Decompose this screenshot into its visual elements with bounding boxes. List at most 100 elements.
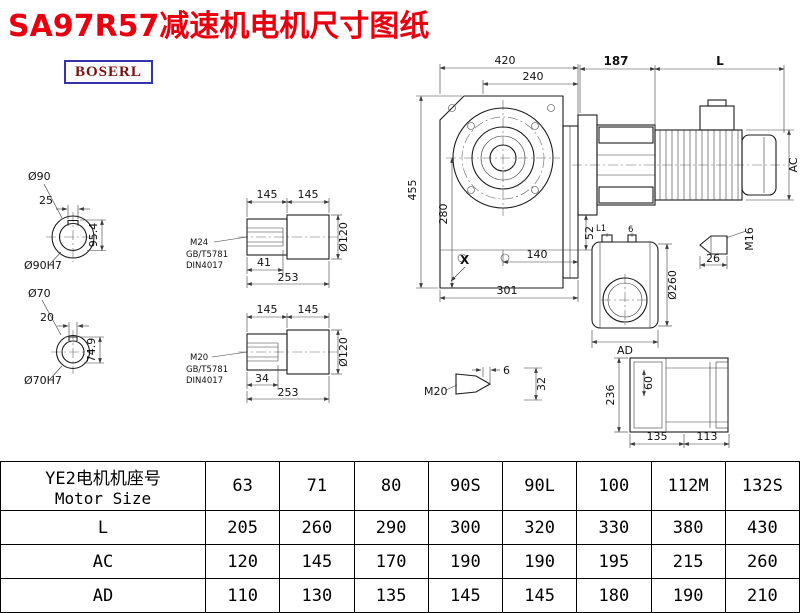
- cell-AD-132S: 210: [724, 578, 800, 613]
- cell-AD-112M: 190: [650, 578, 726, 613]
- dim-bore90-dia: Ø90: [28, 170, 51, 183]
- dim-bore70-dia: Ø70: [28, 287, 51, 300]
- hollow-shaft-bottom-view: 145 145 Ø120 M20 GB/T5781 DIN4017 34 253: [186, 303, 350, 403]
- dim-shaftbot-145a: 145: [257, 303, 278, 316]
- motor-side-view: 187 L AC: [572, 54, 800, 216]
- bore-90-view: Ø90 25 95.4 Ø90H7: [24, 170, 106, 272]
- dim-187: 187: [603, 54, 628, 68]
- brand-text: BOSERL: [75, 64, 142, 80]
- cell-L-71: 260: [279, 510, 355, 545]
- page-title: SA97R57减速机电机尺寸图纸: [8, 9, 430, 44]
- header-size-112M: 112M: [650, 461, 726, 511]
- dim-60: 60: [642, 376, 655, 390]
- gearbox-side-view: 236 60 135 113: [604, 357, 730, 448]
- cell-AD-90S: 145: [427, 578, 504, 613]
- dim-shaftbot-145b: 145: [298, 303, 319, 316]
- header-size-132S: 132S: [724, 461, 800, 511]
- cell-L-112M: 380: [650, 510, 726, 545]
- table-row-AD: AD 110 130 135 145 145 180 190 210: [0, 578, 800, 613]
- dim-240: 240: [523, 70, 544, 83]
- label-shaftbot-thread: M20: [190, 353, 208, 363]
- dim-140: 140: [527, 248, 548, 261]
- technical-drawing: Ø90 25 95.4 Ø90H7 Ø70: [24, 54, 800, 448]
- header-size-90L: 90L: [501, 461, 578, 511]
- brand-logo: BOSERL: [64, 60, 153, 84]
- dim-bore70-keyw: 20: [40, 311, 54, 324]
- dim-bore90-keyh: 95.4: [87, 223, 100, 248]
- dim-shafttop-145b: 145: [298, 188, 319, 201]
- dim-gap6: 6: [628, 225, 633, 235]
- header-size-80: 80: [353, 461, 429, 511]
- table-row-L: L 205 260 290 300 320 330 380 430: [0, 510, 800, 545]
- dim-113: 113: [697, 430, 718, 443]
- dim-shafttop-dia: Ø120: [337, 222, 350, 252]
- cell-L-63: 205: [204, 510, 281, 545]
- dim-shafttop-41: 41: [257, 256, 271, 269]
- label-shaftbot-std2: DIN4017: [186, 376, 223, 386]
- dim-236: 236: [604, 385, 617, 406]
- cell-L-100: 330: [576, 510, 652, 545]
- cell-AC-71: 145: [279, 544, 355, 579]
- label-m16: M16: [743, 227, 756, 251]
- header-size-71: 71: [279, 461, 355, 511]
- table-header-row: YE2电机机座号 Motor Size 63 71 80 90S 90L 100…: [0, 461, 800, 511]
- bore-70-view: Ø70 20 74.9 Ø70H7: [24, 287, 104, 387]
- dim-301: 301: [497, 284, 518, 297]
- m16-plug-detail: M16 26: [699, 227, 756, 269]
- dim-420: 420: [495, 54, 516, 67]
- dim-bore90-fit: Ø90H7: [24, 259, 62, 272]
- cell-AC-90S: 190: [427, 544, 504, 579]
- label-x-mark: X: [460, 253, 470, 267]
- cell-L-132S: 430: [724, 510, 800, 545]
- dim-shaftbot-34: 34: [255, 372, 269, 385]
- cell-AC-63: 120: [204, 544, 281, 579]
- header-motor-size-en: Motor Size: [54, 489, 152, 508]
- dim-26: 26: [706, 252, 720, 265]
- table-row-AC: AC 120 145 170 190 190 195 215 260: [0, 544, 800, 579]
- dim-135: 135: [647, 430, 668, 443]
- cell-L-80: 290: [353, 510, 429, 545]
- header-size-90S: 90S: [427, 461, 504, 511]
- header-size-100: 100: [576, 461, 652, 511]
- dim-L: L: [716, 54, 724, 68]
- header-motor-size: YE2电机机座号 Motor Size: [0, 461, 206, 511]
- dim-bore90-keyw: 25: [39, 194, 53, 207]
- row-label-AC: AC: [0, 544, 206, 579]
- cell-AC-80: 170: [353, 544, 429, 579]
- hollow-shaft-top-view: 145 145 Ø120 M24 GB/T5781 DIN4017 41 253: [186, 188, 350, 288]
- cell-AC-90L: 190: [501, 544, 578, 579]
- dim-52: 52: [583, 226, 596, 240]
- dim-shafttop-253: 253: [278, 271, 299, 284]
- header-size-63: 63: [204, 461, 281, 511]
- dim-bore70-fit: Ø70H7: [24, 374, 62, 387]
- dim-shafttop-145a: 145: [257, 188, 278, 201]
- dim-455: 455: [406, 180, 419, 201]
- label-shafttop-std1: GB/T5781: [186, 250, 228, 260]
- dim-bore70-keyh: 74.9: [85, 338, 98, 363]
- dim-AD: AD: [617, 344, 633, 357]
- cell-L-90S: 300: [427, 510, 504, 545]
- dim-280: 280: [437, 204, 450, 225]
- cell-AC-132S: 260: [724, 544, 800, 579]
- dim-32: 32: [535, 377, 548, 391]
- gearbox-front-view: 420 240 455 280 52 140 X: [406, 54, 596, 302]
- output-flange-view: L1 6 Ø260 AD: [591, 224, 679, 357]
- cell-AD-90L: 145: [501, 578, 578, 613]
- label-shafttop-std2: DIN4017: [186, 261, 223, 271]
- label-shafttop-thread: M24: [190, 238, 208, 248]
- cell-AC-112M: 215: [650, 544, 726, 579]
- cell-AD-100: 180: [576, 578, 652, 613]
- cell-AD-63: 110: [204, 578, 281, 613]
- row-label-AD: AD: [0, 578, 206, 613]
- dim-shaftbot-253: 253: [278, 386, 299, 399]
- cell-L-90L: 320: [501, 510, 578, 545]
- dim-shaftbot-dia: Ø120: [337, 337, 350, 367]
- label-m20: M20: [424, 385, 448, 398]
- dim-tip6: 6: [503, 364, 510, 377]
- dim-260: Ø260: [666, 270, 679, 300]
- dim-AC: AC: [787, 157, 800, 172]
- row-label-L: L: [0, 510, 206, 545]
- header-motor-size-cn: YE2电机机座号: [45, 469, 161, 489]
- cell-AD-80: 135: [353, 578, 429, 613]
